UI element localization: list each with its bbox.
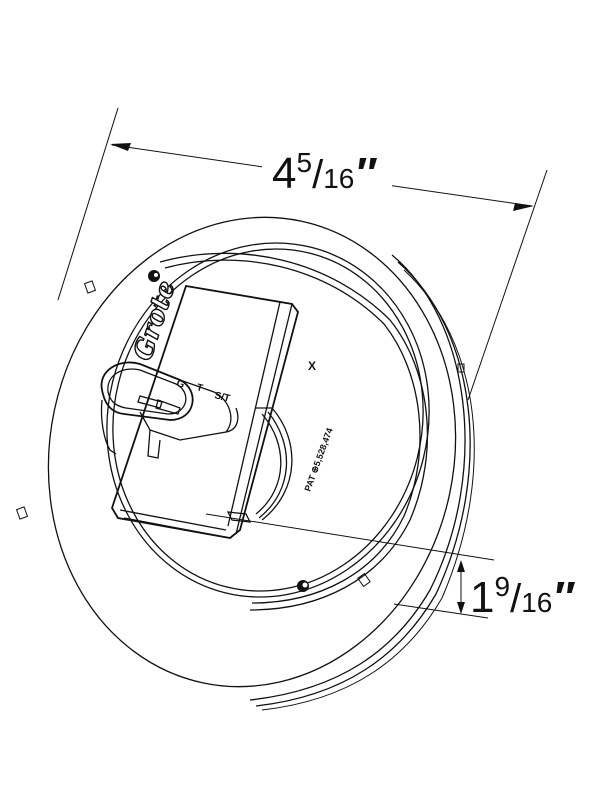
plug-connector — [100, 361, 239, 459]
mounting-holes — [148, 270, 309, 592]
pin-label-t: T — [195, 382, 204, 394]
flange-tab — [83, 280, 97, 294]
arrow-up-icon — [457, 560, 465, 572]
diameter-label: 45/16″ — [272, 147, 377, 198]
leader-line-depth-top — [205, 513, 495, 561]
pin-label-st: S/T — [213, 390, 231, 404]
arrowhead-left-icon — [110, 143, 131, 151]
diameter-dimension: 45/16″ — [57, 107, 548, 401]
pin-label-g: G — [175, 378, 185, 391]
flange-tab — [15, 506, 29, 520]
extension-line-right — [467, 169, 548, 401]
arrow-down-icon — [457, 602, 465, 614]
marker-x: X — [308, 359, 316, 373]
flange-tab — [457, 363, 465, 373]
patent-text: PAT ⊕5,528,474 — [302, 427, 334, 493]
depth-dimension: 19/16″ — [393, 560, 575, 622]
extension-line-depth-bottom — [393, 603, 489, 619]
extension-line-left — [57, 107, 119, 301]
outer-flange — [15, 216, 475, 711]
housing-rings — [106, 242, 430, 611]
depth-label: 19/16″ — [470, 571, 575, 622]
mounting-hole-icon — [148, 270, 160, 282]
arrowhead-right-icon — [513, 203, 534, 211]
connector-block — [111, 284, 495, 561]
flange-tab — [357, 572, 371, 588]
